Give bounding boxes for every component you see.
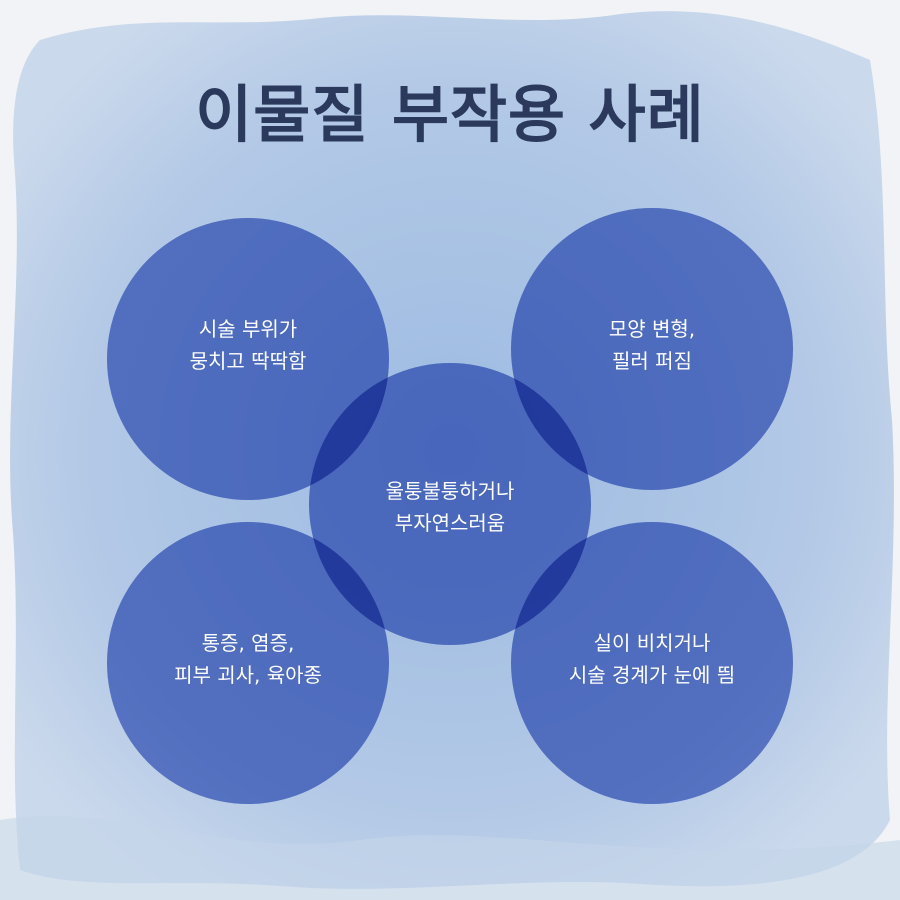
label-line: 모양 변형, (608, 317, 696, 341)
circle-center (309, 363, 591, 645)
label-line: 뭉치고 딱딱함 (189, 349, 307, 373)
label-center: 울퉁불퉁하거나 부자연스러움 (309, 475, 591, 539)
label-line: 통증, 염증, (201, 631, 295, 655)
page-title: 이물질 부작용 사례 (195, 78, 705, 151)
label-line: 울퉁불퉁하거나 (385, 479, 515, 503)
label-line: 시술 부위가 (198, 317, 298, 341)
label-line: 필러 퍼짐 (612, 349, 692, 373)
label-line: 시술 경계가 눈에 띔 (568, 663, 736, 687)
label-line: 부자연스러움 (394, 511, 506, 535)
label-top-left: 시술 부위가 뭉치고 딱딱함 (107, 313, 389, 377)
label-bottom-right: 실이 비치거나 시술 경계가 눈에 띔 (511, 627, 793, 691)
label-top-right: 모양 변형, 필러 퍼짐 (511, 313, 793, 377)
label-line: 실이 비치거나 (593, 631, 711, 655)
label-bottom-left: 통증, 염증, 피부 괴사, 육아종 (107, 627, 389, 691)
label-line: 피부 괴사, 육아종 (174, 663, 322, 687)
